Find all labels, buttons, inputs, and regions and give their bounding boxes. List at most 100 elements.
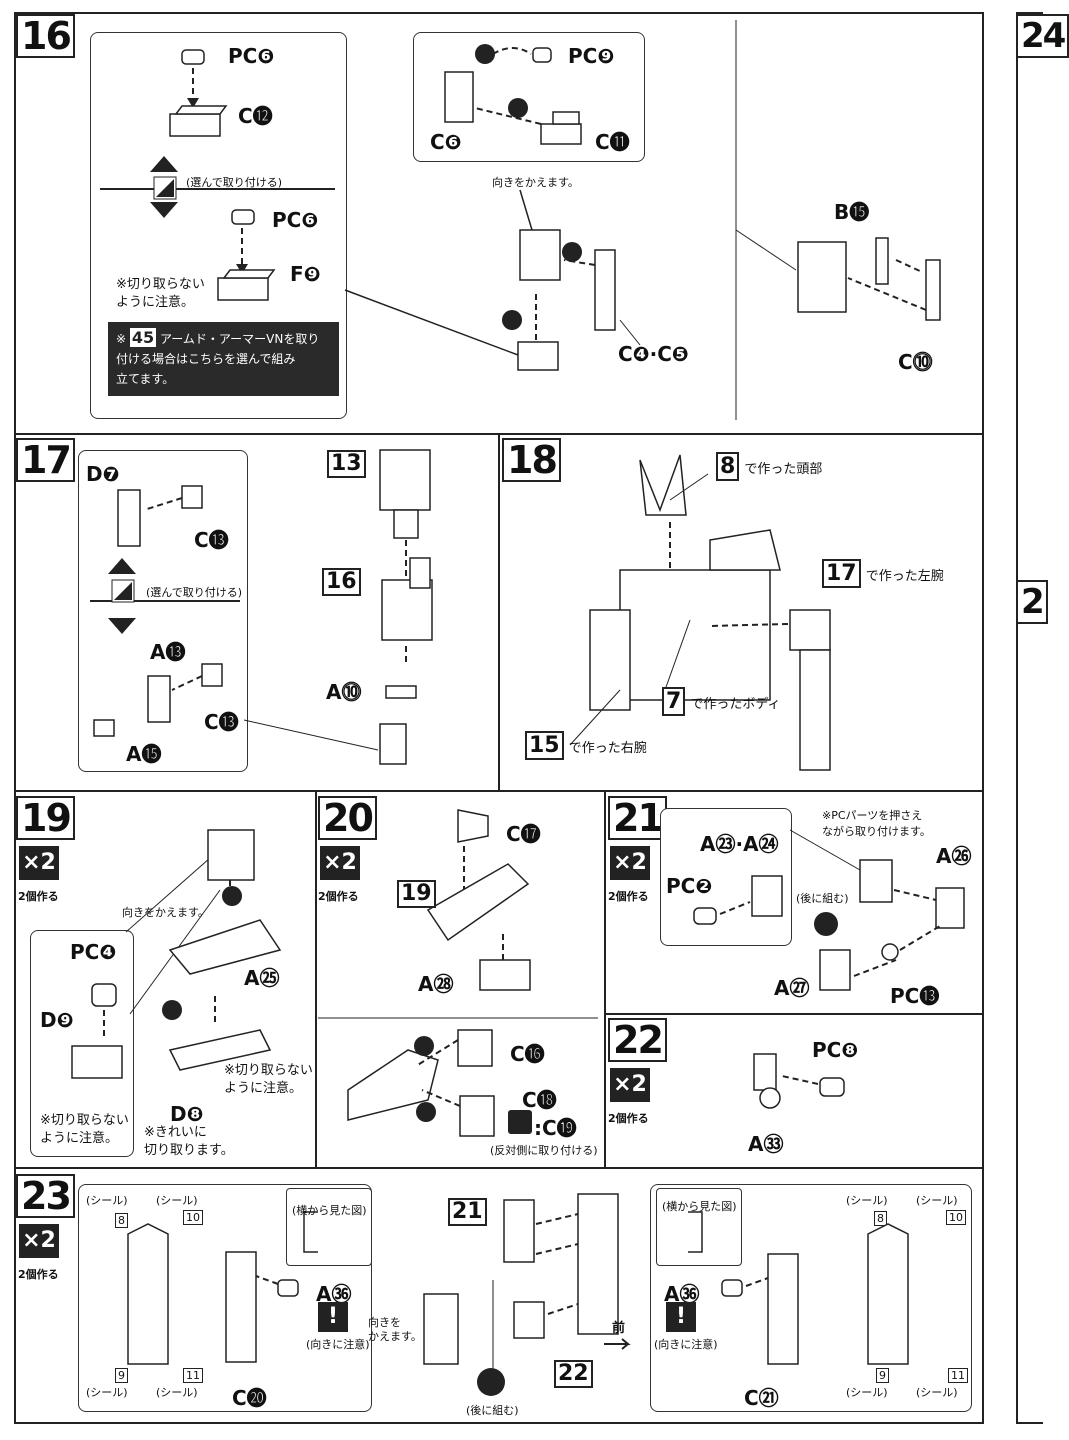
step-number: 18 [502,438,561,482]
divider [14,1167,984,1169]
direction-note: (向きに注意) [306,1338,370,1351]
part-label: C⓫ [595,130,630,154]
times-two-badge: ×2 [610,1068,650,1102]
part-label: D❼ [86,462,120,486]
part-label: C⓬ [238,104,273,128]
seal-label: (シール) [916,1386,958,1399]
part-label: PC❾ [568,44,615,68]
divider [90,600,240,602]
turn-note: 向きをかえます。 [122,906,209,919]
careful-note: ※切り取らない ように注意。 [116,277,205,310]
step19-diagram [71,829,282,1079]
make-two-label: 2個作る [18,890,59,903]
part-label: C⓴ [232,1386,267,1410]
part-label: B⓯ [834,200,870,224]
part-label: D❽ [170,1102,204,1126]
side-view-box [286,1188,372,1266]
note-step-ref: 45 [129,328,157,347]
step-number: 22 [608,1018,667,1062]
clean-cut-note: ※きれいに 切り取ります。 [144,1125,234,1158]
side-view-label: (横から見た図) [292,1204,367,1217]
armor-note: ※ 45 アームド・アーマーVNを取り 付ける場合はこちらを選んで組み 立てます… [108,322,339,396]
seal-number: 10 [946,1210,966,1225]
step-number: 21 [608,796,667,840]
part-label: C⓭ [204,710,239,734]
seal-label: (シール) [156,1194,198,1207]
step-number: 19 [16,796,75,840]
choose-note: (選んで取り付ける) [146,586,243,599]
choose-note: (選んで取り付ける) [186,176,283,189]
seal-number: 11 [948,1368,968,1383]
detail-box [30,930,134,1157]
step-ref: 16 [322,568,361,596]
step17-diagram-left [93,485,379,751]
seal-number: 9 [115,1368,128,1383]
seal-number: 10 [183,1210,203,1225]
part-label: PC❽ [812,1038,859,1062]
make-two-label: 2個作る [608,1112,649,1125]
caution-icon: ! [318,1302,348,1332]
step23-diagram [127,1193,909,1396]
divider [100,188,335,190]
step21-diagram [693,829,965,991]
times-two-badge: ×2 [610,846,650,880]
part-label: A㉘ [418,972,454,996]
body-callout: 7 で作ったボディ [662,687,781,716]
step17-diagram-main [379,449,433,765]
flip-symbol-icon [508,1110,532,1134]
part-label: C⓱ [506,822,541,846]
part-label: PC❷ [666,874,713,898]
part-label: A⓭ [150,640,186,664]
part-label: C⓲ [522,1088,557,1112]
step-number: 23 [16,1174,75,1218]
part-label: PC❻ [272,208,319,232]
part-label: PC⓭ [890,984,940,1008]
make-two-label: 2個作る [18,1268,59,1281]
part-label: C㉑ [744,1386,779,1410]
opposite-note: (反対側に取り付ける) [490,1144,598,1157]
later-note: (後に組む) [466,1404,519,1417]
part-label: PC❻ [228,44,275,68]
step-ref: 22 [554,1360,593,1388]
step-number: 16 [16,14,75,58]
step-ref: 13 [327,450,366,478]
seal-label: (シール) [916,1194,958,1207]
step20-diagram [318,809,598,1137]
part-label: F❾ [290,262,321,286]
side-view-label: (横から見た図) [662,1200,737,1213]
part-label: C⓰ [510,1042,545,1066]
make-two-label: 2個作る [608,890,649,903]
divider [498,433,500,792]
times-two-badge: ×2 [320,846,360,880]
callout-text: で作った右腕 [568,741,647,756]
divider [604,790,606,1168]
part-label: A⓾ [326,680,362,704]
part-label: PC❹ [70,940,117,964]
step-ref: 15 [525,731,564,760]
direction-note: (向きに注意) [654,1338,718,1351]
seal-label: (シール) [846,1386,888,1399]
times-two-badge: ×2 [19,846,59,880]
part-label: C⓾ [898,350,933,374]
part-label: C❹·C❺ [618,342,689,366]
part-label: :C⓳ [534,1116,577,1140]
right-arm-callout: 15 で作った右腕 [525,731,647,760]
front-label: 前 [612,1321,626,1336]
step-ref: 8 [716,452,740,481]
seal-number: 11 [183,1368,203,1383]
seal-label: (シール) [846,1194,888,1207]
part-label: C⓭ [194,528,229,552]
caution-icon: ! [666,1302,696,1332]
careful-note: ※切り取らない ように注意。 [40,1113,129,1146]
part-label: A⓯ [126,742,162,766]
step16-diagram-right [735,20,941,420]
seal-label: (シール) [156,1386,198,1399]
step18-diagram [569,454,831,771]
times-two-badge: ×2 [19,1224,59,1258]
careful-note: ※切り取らない ように注意。 [224,1063,313,1096]
step22-diagram [753,1053,845,1109]
part-label: C❻ [430,130,462,154]
part-label: A㉓·A㉔ [700,832,779,856]
step-ref: 17 [822,559,861,588]
part-label: A㉖ [936,844,972,868]
